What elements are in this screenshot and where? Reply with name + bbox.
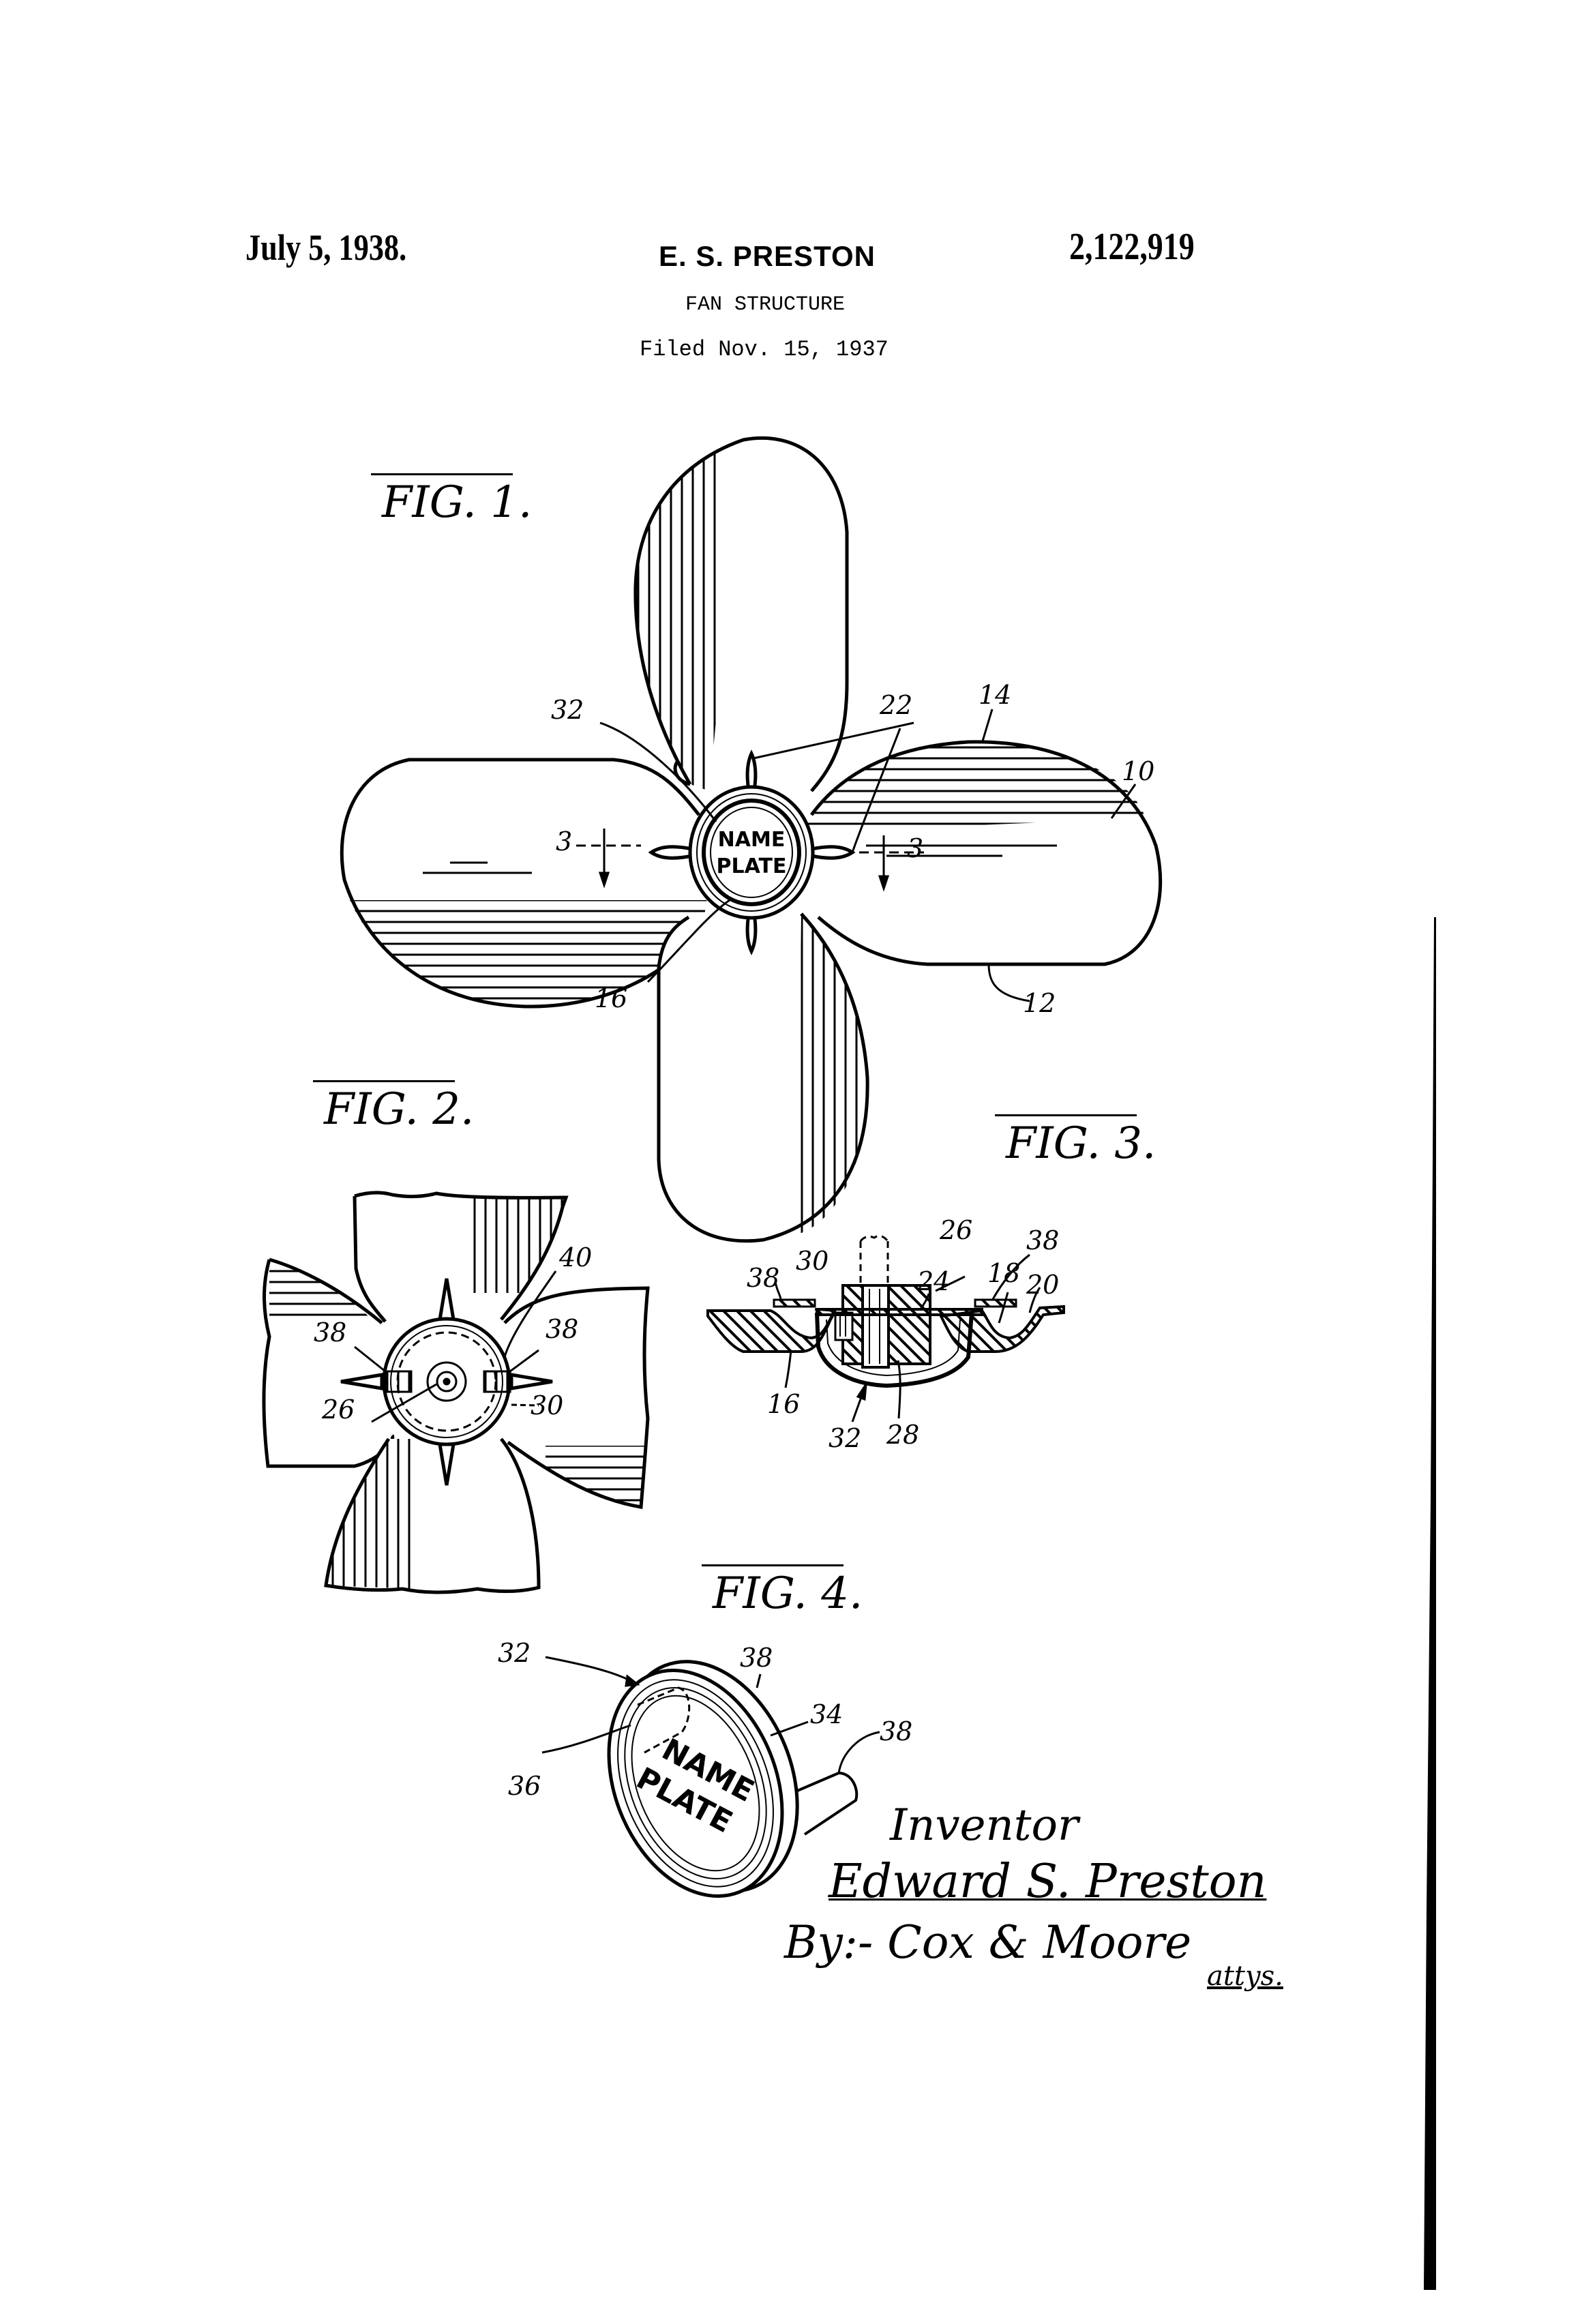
fig1-ref-12: 12 xyxy=(1023,988,1056,1018)
fig3-ref-24: 24 xyxy=(917,1266,951,1296)
attorneys-abbrev: attys. xyxy=(1207,1961,1283,1992)
fig4-ref-38-top: 38 xyxy=(740,1643,773,1673)
fig1-ref-3-right: 3 xyxy=(907,833,924,863)
fig3-ref-32: 32 xyxy=(829,1423,862,1453)
inventor-label: Inventor xyxy=(890,1800,1079,1851)
fig4-ref-36: 36 xyxy=(508,1771,541,1801)
fig3-ref-28: 28 xyxy=(886,1420,920,1450)
fig3-ref-38-right: 38 xyxy=(1026,1225,1060,1255)
patent-number: 2,122,919 xyxy=(1069,226,1195,268)
fig1-ref-22: 22 xyxy=(880,690,913,720)
fig4-ref-38-pin: 38 xyxy=(880,1716,913,1746)
fig4-nameplate-perspective: NAME PLATE xyxy=(541,1656,880,1898)
fig1-fan-drawing: NAME PLATE xyxy=(340,436,1163,1243)
fig1-left-blade xyxy=(340,758,709,1009)
fig2-label: FIG. 2. xyxy=(312,1080,475,1135)
fig1-bottom-blade xyxy=(657,912,869,1243)
fig1-section-line xyxy=(576,829,924,892)
fig1-ref-16: 16 xyxy=(595,983,628,1013)
fig3-ref-18: 18 xyxy=(987,1258,1021,1288)
fig2-ref-38-left: 38 xyxy=(314,1317,347,1347)
fig1-plate-line2: PLATE xyxy=(717,854,787,878)
fig1-ref-14: 14 xyxy=(979,680,1012,710)
fig2-ref-26: 26 xyxy=(322,1395,355,1425)
fig3-ref-30: 30 xyxy=(796,1246,829,1276)
fig1-leader-lines xyxy=(599,709,1137,1002)
fig2-hub-view xyxy=(262,1191,650,1594)
fig3-ref-26: 26 xyxy=(940,1215,973,1245)
fig4-ref-32: 32 xyxy=(498,1638,531,1668)
fig1-hub: NAME PLATE xyxy=(648,749,856,955)
fig3-ref-38-left: 38 xyxy=(747,1263,780,1293)
fig4-ref-34: 34 xyxy=(810,1699,844,1729)
fig1-ref-3-left: 3 xyxy=(556,826,573,856)
fig1-right-blade xyxy=(805,740,1163,966)
filed-date: Filed Nov. 15, 1937 xyxy=(640,337,889,362)
invention-title: FAN STRUCTURE xyxy=(685,293,846,316)
fig3-ref-16: 16 xyxy=(767,1389,801,1419)
fig3-ref-20: 20 xyxy=(1026,1270,1060,1300)
inventor-signature: Edward S. Preston xyxy=(829,1855,1267,1909)
fig1-ref-10: 10 xyxy=(1122,756,1155,786)
attorneys-signature: By:- Cox & Moore xyxy=(784,1916,1192,1969)
fig1-ref-32: 32 xyxy=(551,695,584,725)
fig1-plate-line1: NAME xyxy=(718,828,786,852)
fig4-label: FIG. 4. xyxy=(701,1564,863,1619)
fig2-ref-38-right: 38 xyxy=(546,1314,579,1344)
margin-scan-bar xyxy=(1424,917,1436,2290)
fig2-ref-40: 40 xyxy=(559,1242,593,1272)
patent-date: July 5, 1938. xyxy=(245,227,407,268)
fig1-top-blade xyxy=(633,436,849,792)
inventor-header: E. S. PRESTON xyxy=(659,240,876,272)
fig3-section-view xyxy=(706,1234,1065,1422)
fig1-label: FIG. 1. xyxy=(370,473,533,528)
fig3-label: FIG. 3. xyxy=(994,1114,1156,1169)
fig2-ref-30: 30 xyxy=(531,1390,564,1420)
